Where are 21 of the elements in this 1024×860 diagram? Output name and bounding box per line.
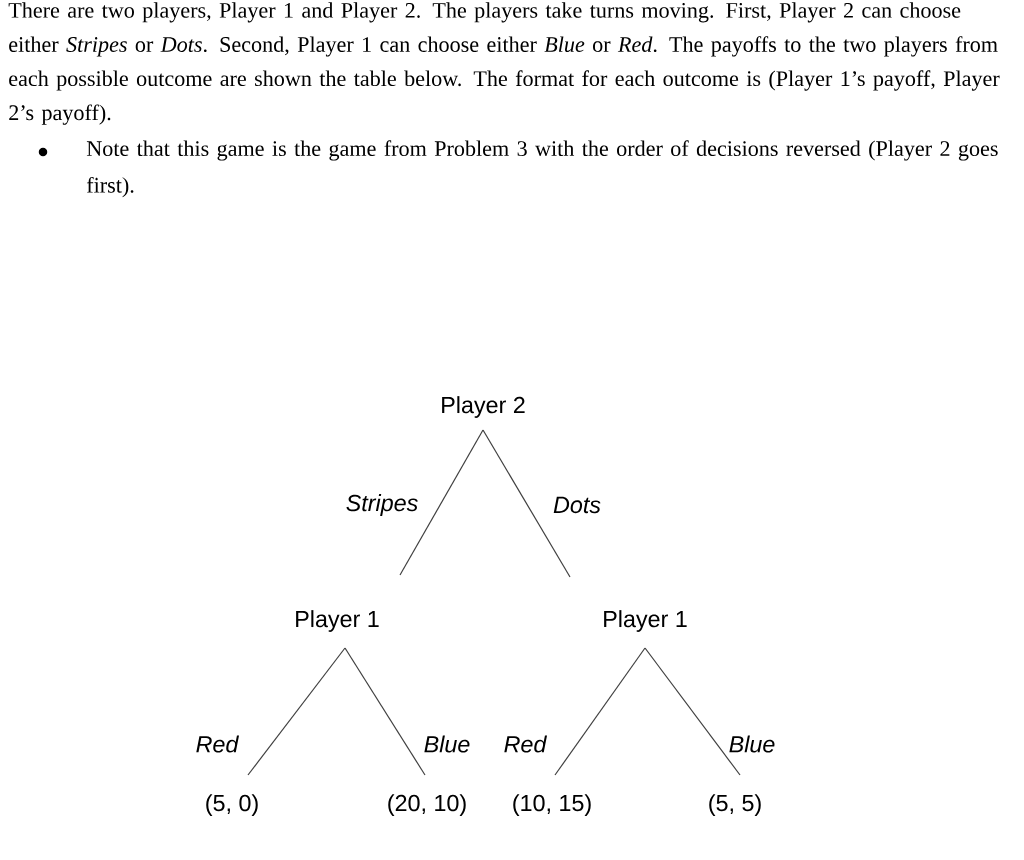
branch-line xyxy=(644,647,741,776)
branch-line xyxy=(344,647,426,776)
player-label: Player 1 xyxy=(604,610,687,632)
paragraph: There are two players, Player 1 and Player 2. The players take turns moving. First, Player 2 can choose either Stripes or Dots. Second, Player 1 can choose either Blue or Red. The payoffs to the two players from each possible outcome are shown the table below. The format for each outcome is (Player 1’s payoff, Player 2’s payoff). xyxy=(8,2,1000,125)
branch-line xyxy=(399,429,484,576)
bullet-note: Note that this game is the game from Problem 3 with the order of decisions reversed (Player 2 goes first). xyxy=(86,140,998,198)
edge-label: Blue xyxy=(729,735,775,753)
edge-label: Red xyxy=(196,735,239,753)
branch-line xyxy=(554,647,646,776)
payoff-label: (5, 5) xyxy=(709,794,761,816)
payoff-label: (5, 0) xyxy=(206,794,258,816)
branch-line xyxy=(247,647,346,776)
payoff-label: (10, 15) xyxy=(513,794,591,816)
edge-label: Red xyxy=(504,735,547,753)
edge-label: Stripes xyxy=(346,494,418,516)
branch-line xyxy=(482,429,571,578)
edge-label: Dots xyxy=(553,496,601,514)
player-label: Player 2 xyxy=(442,396,525,418)
player-label: Player 1 xyxy=(296,610,379,632)
edge-label: Blue xyxy=(424,735,470,753)
payoff-label: (20, 10) xyxy=(388,794,466,816)
